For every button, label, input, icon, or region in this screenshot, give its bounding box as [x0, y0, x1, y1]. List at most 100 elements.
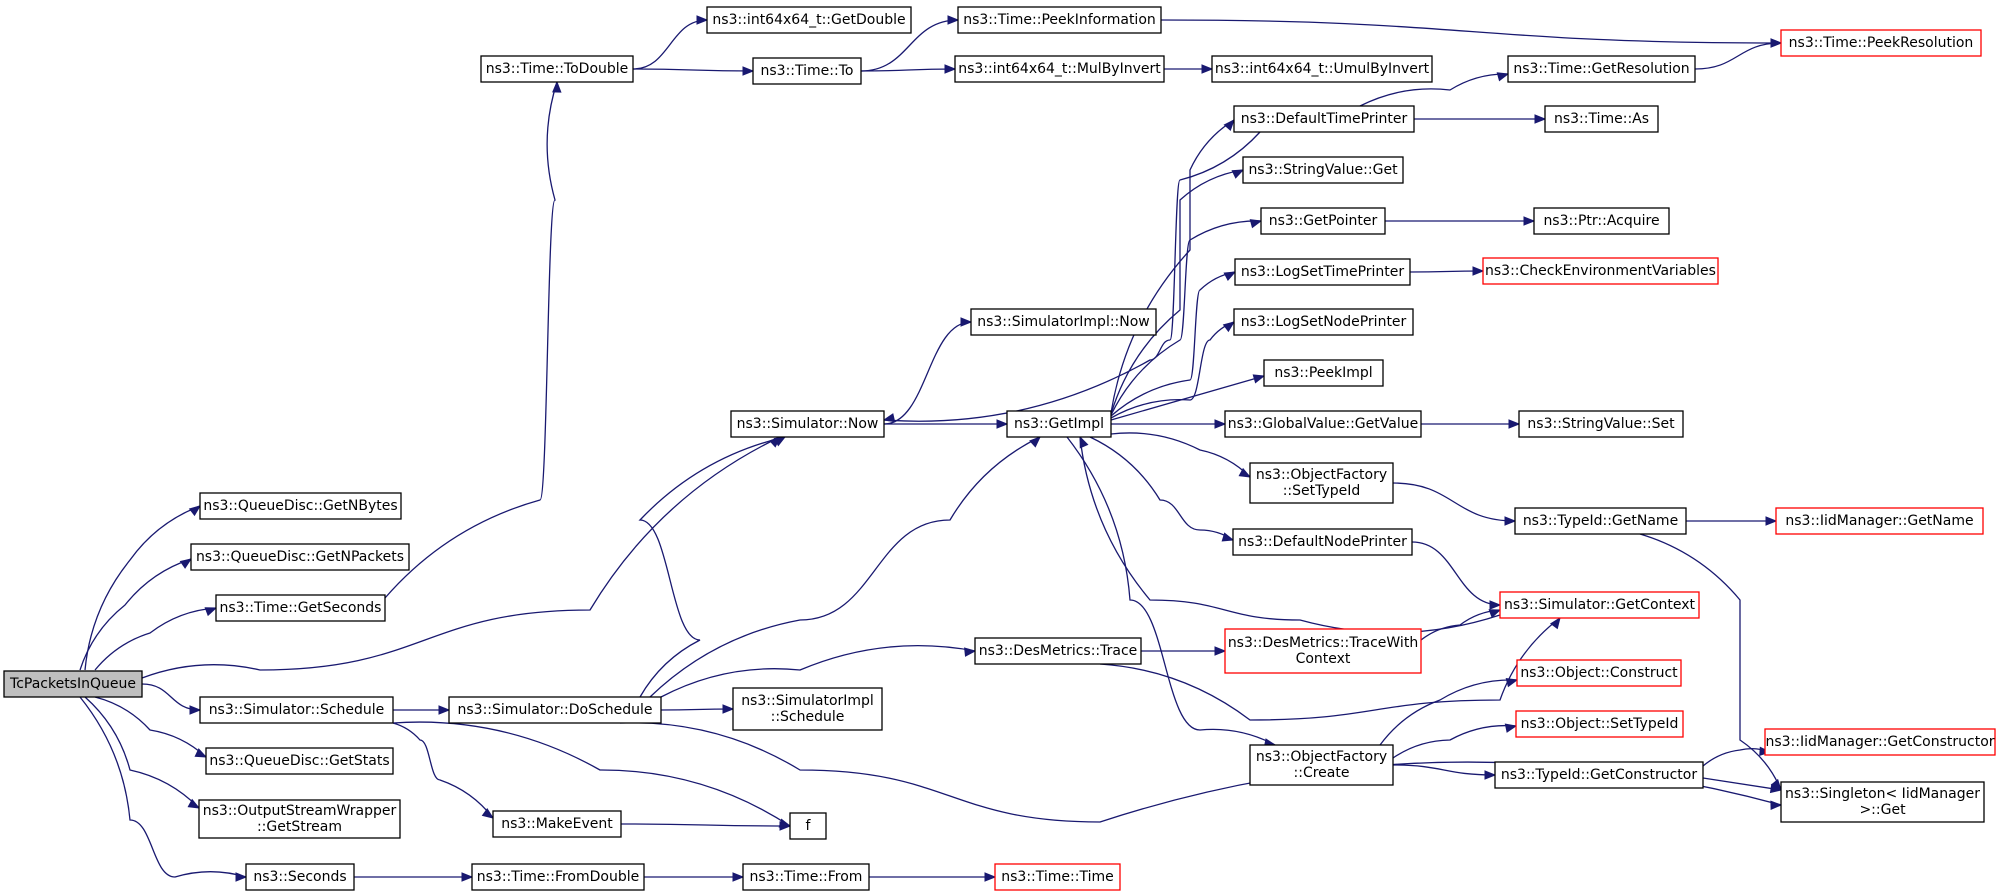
- node-box: [3, 670, 143, 698]
- edge-objFactoryCreate-to-objectSetTypeId: [1392, 723, 1518, 759]
- edge-typeIdGetConstructor-to-singletonGet: [1702, 777, 1783, 794]
- node-label: ::Create: [1294, 765, 1350, 781]
- node-label: ns3::StringValue::Get: [1248, 162, 1398, 178]
- node-simImplSchedule[interactable]: ns3::SimulatorImpl::Schedule: [732, 687, 883, 731]
- node-getDouble[interactable]: ns3::int64x64_t::GetDouble: [706, 6, 912, 34]
- node-label: ns3::DefaultNodePrinter: [1238, 534, 1407, 550]
- node-makeEvent[interactable]: ns3::MakeEvent: [492, 810, 622, 838]
- node-doSchedule[interactable]: ns3::Simulator::DoSchedule: [448, 696, 662, 724]
- node-label: ::SetTypeId: [1283, 483, 1361, 499]
- node-label: ns3::SimulatorImpl: [741, 693, 874, 709]
- node-getImpl[interactable]: ns3::GetImpl: [1006, 410, 1112, 438]
- node-getStats[interactable]: ns3::QueueDisc::GetStats: [205, 747, 394, 775]
- edge-simNow-to-simImplNow: [883, 317, 973, 425]
- node-getSeconds[interactable]: ns3::Time::GetSeconds: [215, 594, 386, 622]
- edge-objFactoryCreate-to-objectConstruct: [1379, 678, 1519, 746]
- node-label: ns3::QueueDisc::GetNPackets: [196, 549, 404, 565]
- edge-getImpl-to-globalGetValue: [1111, 419, 1227, 429]
- node-box: [1780, 781, 1985, 823]
- node-stringValueSet[interactable]: ns3::StringValue::Set: [1518, 410, 1684, 438]
- node-peekImpl[interactable]: ns3::PeekImpl: [1263, 359, 1384, 387]
- node-box: [1224, 628, 1422, 674]
- node-box: [742, 863, 870, 891]
- edge-typeIdGetName-to-iidGetName: [1685, 516, 1778, 526]
- node-getNPackets[interactable]: ns3::QueueDisc::GetNPackets: [190, 543, 410, 571]
- edge-timeTo-to-mulByInvert: [860, 64, 957, 74]
- edge-root-to-getNPackets: [79, 558, 193, 671]
- node-simImplNow[interactable]: ns3::SimulatorImpl::Now: [970, 308, 1157, 336]
- node-objFactoryCreate[interactable]: ns3::ObjectFactory::Create: [1249, 744, 1394, 786]
- edge-getImpl-to-objFactoryCreate: [1066, 436, 1277, 748]
- node-seconds[interactable]: ns3::Seconds: [245, 863, 355, 891]
- node-umulByInvert[interactable]: ns3::int64x64_t::UmulByInvert: [1211, 55, 1433, 83]
- node-objectConstruct[interactable]: ns3::Object::Construct: [1516, 659, 1682, 687]
- node-label: TcPacketsInQueue: [9, 676, 136, 692]
- edge-root-to-getStream: [84, 696, 201, 809]
- node-label: ns3::ObjectFactory: [1256, 749, 1387, 765]
- node-label: ns3::ObjectFactory: [1256, 467, 1387, 483]
- node-ptrAcquire[interactable]: ns3::Ptr::Acquire: [1533, 207, 1670, 235]
- node-timeTime[interactable]: ns3::Time::Time: [994, 863, 1121, 891]
- node-peekInformation[interactable]: ns3::Time::PeekInformation: [957, 6, 1162, 34]
- node-timeFrom[interactable]: ns3::Time::From: [742, 863, 870, 891]
- node-logSetNodePrinter[interactable]: ns3::LogSetNodePrinter: [1233, 308, 1414, 336]
- node-getNBytes[interactable]: ns3::QueueDisc::GetNBytes: [199, 492, 402, 520]
- node-box: [448, 696, 662, 724]
- node-singletonGet[interactable]: ns3::Singleton< IidManager>::Get: [1780, 781, 1985, 823]
- node-simGetContext[interactable]: ns3::Simulator::GetContext: [1499, 591, 1700, 619]
- node-stringValueGet[interactable]: ns3::StringValue::Get: [1242, 156, 1404, 184]
- node-defaultTimePrinter[interactable]: ns3::DefaultTimePrinter: [1233, 105, 1415, 133]
- node-fromDouble[interactable]: ns3::Time::FromDouble: [471, 863, 645, 891]
- edge-root-to-simSchedule: [141, 683, 202, 715]
- node-box: [994, 863, 1121, 891]
- node-timeAs[interactable]: ns3::Time::As: [1544, 105, 1659, 133]
- edge-root-to-getSeconds: [94, 607, 218, 671]
- node-objectSetTypeId[interactable]: ns3::Object::SetTypeId: [1515, 710, 1684, 738]
- node-box: [1518, 410, 1684, 438]
- node-box: [199, 696, 394, 724]
- node-defaultNodePrinter[interactable]: ns3::DefaultNodePrinter: [1232, 528, 1413, 556]
- node-timeTo[interactable]: ns3::Time::To: [752, 57, 862, 85]
- node-typeIdGetName[interactable]: ns3::TypeId::GetName: [1514, 507, 1687, 535]
- node-toDouble[interactable]: ns3::Time::ToDouble: [480, 55, 634, 83]
- node-getResolution[interactable]: ns3::Time::GetResolution: [1507, 55, 1696, 83]
- node-getStream[interactable]: ns3::OutputStreamWrapper::GetStream: [198, 799, 401, 839]
- node-globalGetValue[interactable]: ns3::GlobalValue::GetValue: [1224, 410, 1422, 438]
- node-label: f: [806, 818, 812, 834]
- node-box: [974, 637, 1142, 665]
- node-iidGetConstructor[interactable]: ns3::IidManager::GetConstructor: [1764, 728, 1996, 756]
- node-simSchedule[interactable]: ns3::Simulator::Schedule: [199, 696, 394, 724]
- node-simNow[interactable]: ns3::Simulator::Now: [730, 410, 885, 438]
- node-label: ns3::LogSetNodePrinter: [1241, 314, 1407, 330]
- node-desTrace[interactable]: ns3::DesMetrics::Trace: [974, 637, 1142, 665]
- node-typeIdGetConstructor[interactable]: ns3::TypeId::GetConstructor: [1494, 761, 1704, 789]
- edge-timeFrom-to-timeTime: [868, 872, 997, 882]
- node-label: ns3::GetImpl: [1014, 416, 1104, 432]
- node-label: ns3::PeekImpl: [1274, 365, 1372, 381]
- node-root[interactable]: TcPacketsInQueue: [3, 670, 143, 698]
- node-box: [1242, 156, 1404, 184]
- node-box: [789, 812, 827, 840]
- node-iidGetName[interactable]: ns3::IidManager::GetName: [1775, 507, 1984, 535]
- edge-objFactoryCreate-to-typeIdGetConstructor: [1392, 764, 1497, 780]
- node-getPointer[interactable]: ns3::GetPointer: [1260, 207, 1386, 235]
- node-f[interactable]: f: [789, 812, 827, 840]
- node-box: [1249, 462, 1394, 504]
- node-logSetTimePrinter[interactable]: ns3::LogSetTimePrinter: [1234, 258, 1411, 286]
- node-objFactorySetTypeId[interactable]: ns3::ObjectFactory::SetTypeId: [1249, 462, 1394, 504]
- node-peekResolution[interactable]: ns3::Time::PeekResolution: [1780, 29, 1982, 57]
- node-checkEnvVars[interactable]: ns3::CheckEnvironmentVariables: [1482, 257, 1719, 285]
- node-mulByInvert[interactable]: ns3::int64x64_t::MulByInvert: [954, 55, 1165, 83]
- edge-defaultTimePrinter-to-getResolution: [1359, 72, 1510, 107]
- node-label: ns3::Simulator::Schedule: [209, 702, 385, 718]
- node-box: [1780, 29, 1982, 57]
- edge-doSchedule-to-getImpl: [649, 436, 1041, 698]
- node-box: [730, 410, 885, 438]
- node-box: [245, 863, 355, 891]
- edge-doSchedule-to-simImplSchedule: [660, 704, 735, 714]
- node-box: [1514, 507, 1687, 535]
- node-label: ns3::Time::ToDouble: [486, 61, 629, 77]
- node-box: [1507, 55, 1696, 83]
